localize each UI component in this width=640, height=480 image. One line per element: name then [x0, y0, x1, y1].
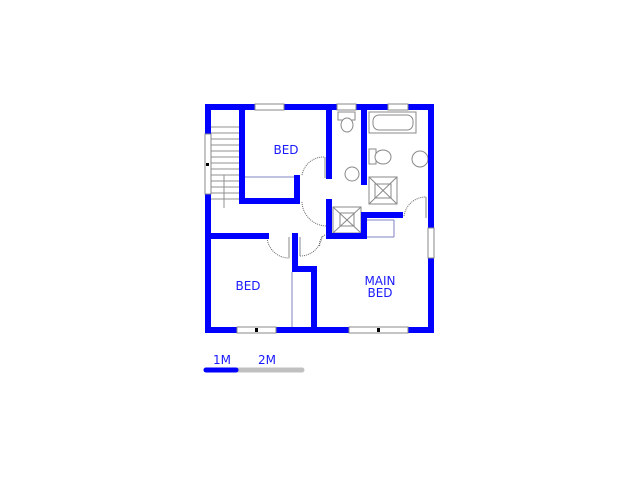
basin2-icon	[344, 166, 360, 182]
door-leaves	[288, 157, 427, 258]
room-label-main-bed-line2: BED	[367, 286, 393, 300]
shower-icon	[368, 176, 398, 205]
window-top-bed1	[254, 103, 285, 111]
stairs	[210, 126, 242, 208]
door-swing-main-bed	[403, 196, 427, 217]
bathroom-fixtures	[332, 111, 429, 234]
window-top-wc	[336, 103, 357, 111]
scale-label-2m: 2M	[258, 353, 276, 367]
window-bottom-main	[348, 326, 409, 334]
toilet2-icon	[374, 149, 392, 165]
window-stairs	[204, 133, 212, 195]
door-swing-bath	[301, 201, 328, 227]
room-label-bed1: BED	[273, 143, 299, 157]
door-swings	[266, 156, 427, 259]
bathtub-basin-icon	[372, 114, 414, 131]
door-swing-bed1	[301, 156, 326, 176]
toilet-icon	[340, 117, 354, 133]
windows	[204, 103, 435, 334]
room-label-bed2: BED	[235, 279, 261, 293]
basin-icon	[411, 150, 429, 168]
scale-label-1m: 1M	[213, 353, 231, 367]
window-right	[427, 227, 435, 259]
door-swing-en-suite	[319, 234, 326, 248]
window-top-bath	[387, 103, 409, 111]
room-label-main-bed-line1: MAIN	[364, 274, 396, 288]
door-swing-hall	[299, 235, 323, 257]
shower2-icon	[332, 206, 362, 234]
door-swing-bed2	[266, 235, 290, 259]
window-bottom-bed2	[236, 326, 277, 334]
